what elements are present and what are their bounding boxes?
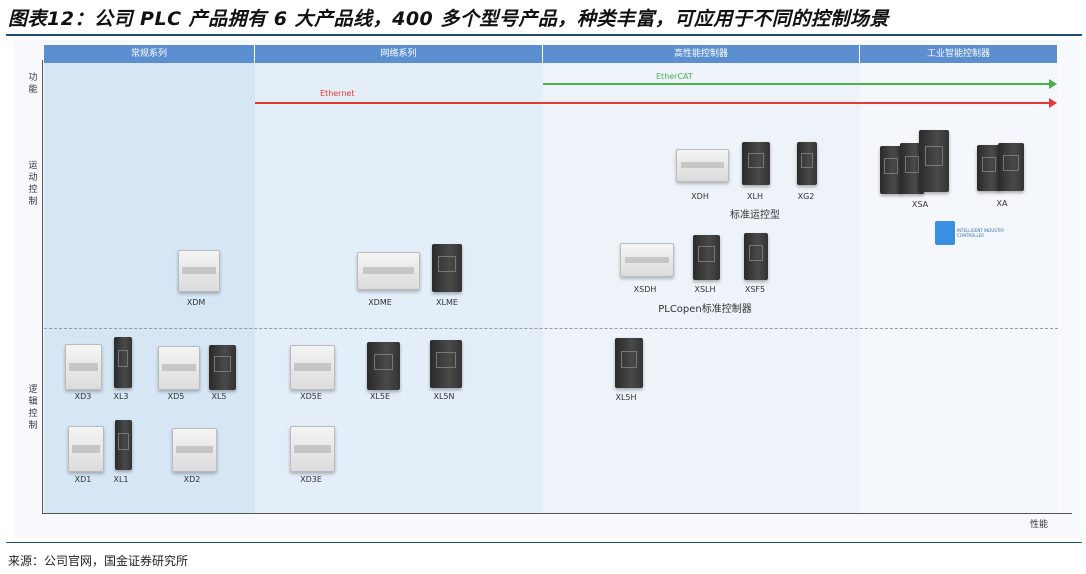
product-label: XL5H bbox=[615, 393, 637, 402]
ethercat-arrow bbox=[543, 79, 1057, 89]
ic-logo-icon bbox=[935, 221, 955, 245]
x-label-performance: 性能 bbox=[1030, 520, 1049, 530]
product-image-xl1 bbox=[115, 420, 132, 470]
product-image-xd3 bbox=[65, 344, 102, 390]
product-image-xdm bbox=[178, 250, 220, 292]
product-label: XDM bbox=[186, 298, 206, 307]
ethernet-label: Ethernet bbox=[320, 89, 355, 98]
product-image-xlme bbox=[432, 244, 462, 292]
product-label: XL5N bbox=[433, 392, 455, 401]
y-label-logic-control: 逻辑控制 bbox=[28, 385, 38, 431]
product-image-xsf5 bbox=[744, 233, 768, 280]
divider-dashed bbox=[44, 328, 1058, 329]
product-label: XD3E bbox=[300, 475, 322, 484]
product-label: XD5 bbox=[167, 392, 185, 401]
bottom-rule bbox=[6, 542, 1082, 543]
product-image-xa-2 bbox=[998, 143, 1024, 191]
y-axis bbox=[42, 60, 43, 514]
product-image-xd5 bbox=[158, 346, 200, 390]
column-header-high-performance: 高性能控制器 bbox=[543, 45, 860, 63]
product-label: XG2 bbox=[797, 192, 815, 201]
product-label: XA bbox=[996, 199, 1008, 208]
figure-title: 图表12：公司 PLC 产品拥有 6 大产品线，400 多个型号产品，种类丰富，… bbox=[8, 8, 889, 30]
ic-logo-text: INTELLIGENT INDUSTRY CONTROLLER bbox=[957, 228, 1005, 238]
product-image-xd2 bbox=[172, 428, 217, 472]
product-image-xdh bbox=[676, 149, 729, 182]
x-axis bbox=[42, 513, 1072, 514]
product-image-xl3 bbox=[114, 337, 132, 388]
product-image-xsdh bbox=[620, 243, 674, 277]
ethernet-arrow bbox=[255, 98, 1057, 108]
product-label: XLH bbox=[747, 192, 763, 201]
y-label-function: 功能 bbox=[28, 73, 38, 95]
product-image-xg2 bbox=[797, 142, 817, 185]
product-label: XL5 bbox=[211, 392, 227, 401]
product-label: XL5E bbox=[369, 392, 391, 401]
product-image-xl5h bbox=[615, 338, 643, 388]
product-label: XSLH bbox=[694, 285, 716, 294]
product-image-xd3e bbox=[290, 426, 335, 472]
product-label: XLME bbox=[436, 298, 458, 307]
product-image-xl5 bbox=[209, 345, 236, 390]
product-image-xl5e bbox=[367, 342, 400, 390]
product-label: XL3 bbox=[113, 392, 129, 401]
group-label-standard-motion: 标准运控型 bbox=[730, 210, 780, 221]
product-label: XD2 bbox=[183, 475, 201, 484]
product-label: XD3 bbox=[74, 392, 92, 401]
column-header-industrial: 工业智能控制器 bbox=[860, 45, 1058, 63]
product-label: XDH bbox=[691, 192, 709, 201]
group-label-plcopen: PLCopen标准控制器 bbox=[658, 304, 752, 315]
product-image-xsa-3 bbox=[919, 130, 949, 192]
product-label: XD1 bbox=[74, 475, 92, 484]
product-label: XSF5 bbox=[744, 285, 766, 294]
column-industrial-intelligent bbox=[860, 45, 1058, 513]
product-image-xslh bbox=[693, 235, 720, 280]
product-label: XSDH bbox=[633, 285, 657, 294]
y-label-motion-control: 运动控制 bbox=[28, 161, 38, 207]
product-image-xl5n bbox=[430, 340, 462, 388]
product-label: XSA bbox=[911, 200, 929, 209]
column-header-regular: 常规系列 bbox=[44, 45, 255, 63]
product-image-xsa-1 bbox=[880, 146, 902, 194]
title-rule bbox=[6, 34, 1082, 36]
product-image-xd1 bbox=[68, 426, 104, 472]
product-image-xdme bbox=[357, 252, 420, 290]
product-label: XDME bbox=[368, 298, 392, 307]
product-image-xlh bbox=[742, 142, 770, 185]
product-image-xd5e bbox=[290, 345, 335, 390]
column-header-network: 网络系列 bbox=[255, 45, 543, 63]
product-label: XL1 bbox=[113, 475, 129, 484]
product-label: XD5E bbox=[300, 392, 322, 401]
source-note: 来源：公司官网，国金证券研究所 bbox=[8, 554, 189, 568]
product-image-xa-1 bbox=[977, 145, 1001, 191]
ethercat-label: EtherCAT bbox=[656, 72, 693, 81]
